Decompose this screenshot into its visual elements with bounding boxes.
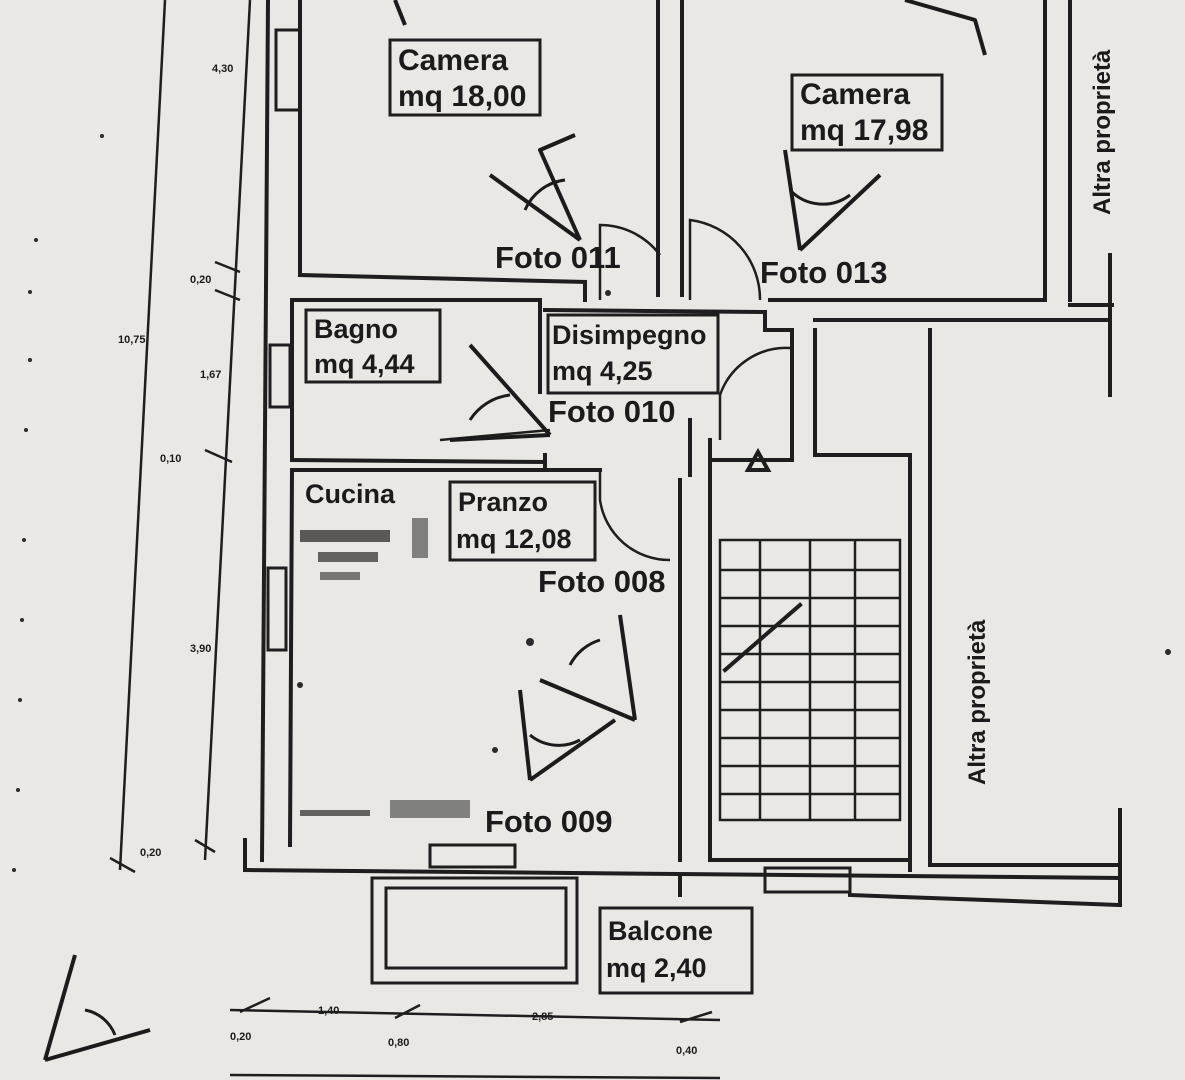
room-label-pranzo: Pranzo mq 12,08 xyxy=(448,480,597,562)
door-stair xyxy=(718,346,791,440)
room-name: Bagno xyxy=(314,314,398,344)
doors xyxy=(439,218,791,562)
room-area: mq 18,00 xyxy=(398,80,526,113)
room-name: Cucina xyxy=(305,479,396,509)
dim-d2: 0,20 xyxy=(190,274,211,286)
staircase xyxy=(718,447,902,822)
balcony-outline xyxy=(370,876,579,985)
window-camera-left xyxy=(274,28,302,112)
room-label-camera-left: Camera mq 18,00 xyxy=(388,38,542,117)
window-stair xyxy=(763,866,852,894)
photo-label-013: Foto 013 xyxy=(760,255,887,290)
kitchen-print-noise xyxy=(297,518,534,818)
room-name: Camera xyxy=(398,44,508,77)
room-label-camera-right: Camera mq 17,98 xyxy=(790,73,944,152)
dim-bottom-1: 0,20 xyxy=(230,1031,251,1043)
room-area: mq 4,44 xyxy=(314,349,415,379)
camera-marker-008 xyxy=(539,614,637,722)
dim-bottom-3: 0,80 xyxy=(388,1037,409,1049)
camera-marker-top xyxy=(904,0,987,56)
camera-marker-general xyxy=(43,954,151,1062)
photo-label-009: Foto 009 xyxy=(485,804,612,839)
photo-label-008: Foto 008 xyxy=(538,564,665,599)
balcony-inner xyxy=(384,886,568,970)
room-area: mq 2,40 xyxy=(606,953,707,983)
neighbor-label-top: Altra proprietà xyxy=(1089,49,1116,215)
room-label-bagno: Bagno mq 4,44 xyxy=(304,308,442,384)
door-camera-right xyxy=(688,218,762,301)
camera-marker-010 xyxy=(449,343,552,442)
dim-bottom-4: 2,85 xyxy=(532,1011,553,1023)
door-camera-left xyxy=(598,223,661,300)
bottom-dimension-line: 0,20 1,40 0,80 2,85 0,40 xyxy=(229,996,721,1080)
dim-d3: 1,67 xyxy=(200,369,221,381)
room-name: Disimpegno xyxy=(552,320,707,350)
stair-up-arrow xyxy=(744,447,772,472)
room-area: mq 4,25 xyxy=(552,356,653,386)
room-label-disimpegno: Disimpegno mq 4,25 xyxy=(546,313,720,395)
neighbor-label-right: Altra proprietà xyxy=(964,619,991,785)
photo-markers xyxy=(43,0,987,1062)
room-label-cucina: Cucina xyxy=(305,479,396,509)
left-dimension-lines: 10,75 4,30 0,20 1,67 0,10 3,90 0,20 xyxy=(109,0,252,874)
room-name: Camera xyxy=(800,78,910,111)
window-pranzo xyxy=(428,843,517,869)
photo-label-010: Foto 010 xyxy=(548,394,675,429)
window-cucina xyxy=(266,566,288,652)
room-area: mq 17,98 xyxy=(800,114,928,147)
camera-marker-013 xyxy=(783,149,882,252)
room-label-balcone: Balcone mq 2,40 xyxy=(598,906,754,995)
print-marks xyxy=(12,134,1171,872)
window-bagno xyxy=(268,343,292,409)
dim-d1: 4,30 xyxy=(212,63,233,75)
camera-marker-011 xyxy=(488,133,582,242)
room-area: mq 12,08 xyxy=(456,524,572,554)
dim-d4: 0,10 xyxy=(160,453,181,465)
dim-bottom-5: 0,40 xyxy=(676,1045,697,1057)
dim-bottom-2: 1,40 xyxy=(318,1005,339,1017)
room-name: Balcone xyxy=(608,916,713,946)
dim-d6: 0,20 xyxy=(140,847,161,859)
room-name: Pranzo xyxy=(458,487,548,517)
dim-total-height: 10,75 xyxy=(118,334,146,346)
camera-marker-009 xyxy=(518,689,617,782)
walls xyxy=(242,0,1123,985)
door-cucina xyxy=(598,470,671,562)
dim-d5: 3,90 xyxy=(190,643,211,655)
photo-label-011: Foto 011 xyxy=(495,240,621,275)
